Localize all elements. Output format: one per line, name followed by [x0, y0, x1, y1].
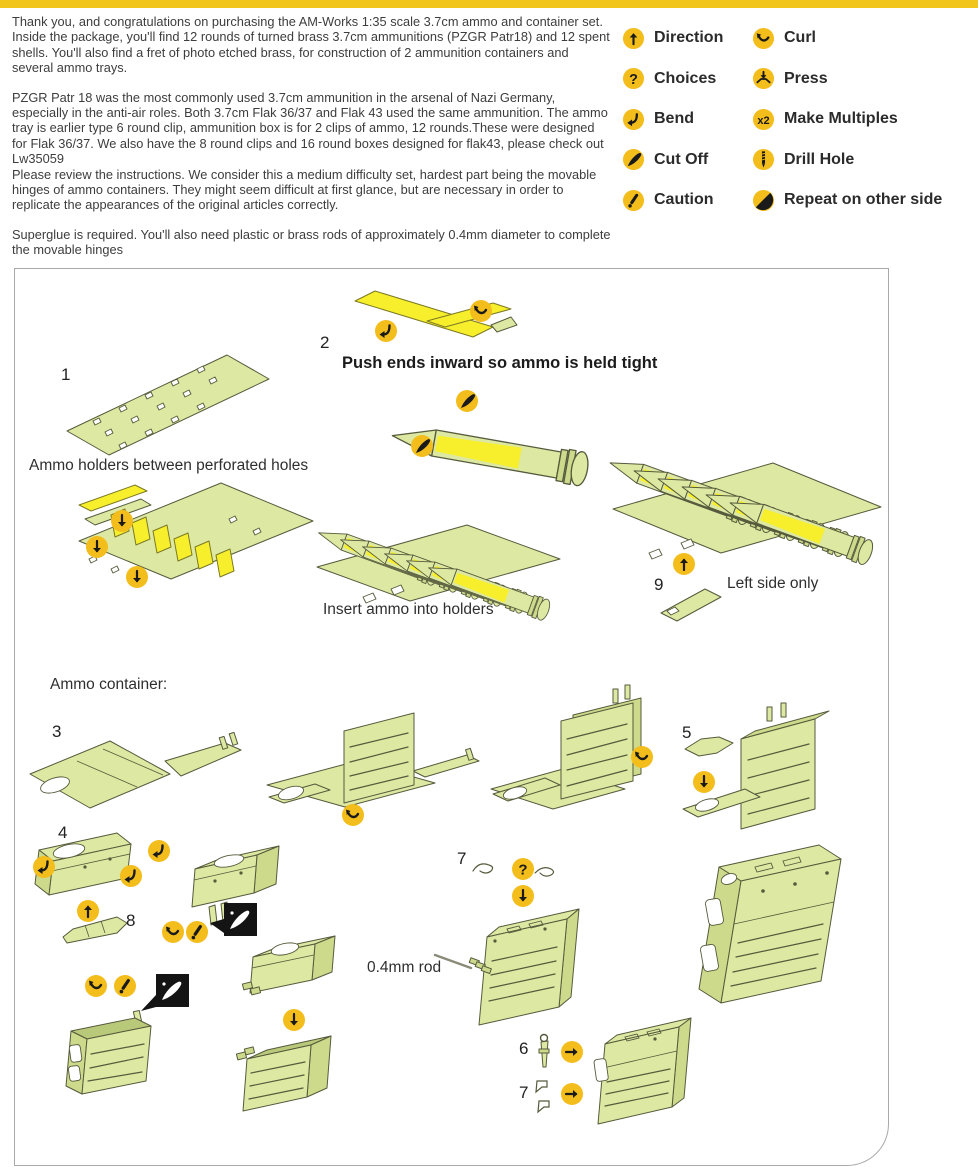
direction-icon — [283, 1009, 305, 1031]
make-multiples-icon — [752, 108, 775, 131]
curl-icon — [752, 27, 775, 50]
container-fold-stage-one-wall — [266, 712, 480, 826]
drill-hole-icon — [752, 148, 775, 171]
legend-label: Choices — [654, 69, 717, 87]
assembly-diagram-panel: 1 2 Push ends inward so ammo is held tig… — [14, 268, 889, 1166]
step-number-4: 4 — [58, 823, 68, 842]
part4-folded-box — [33, 832, 170, 922]
direction-icon — [693, 771, 715, 793]
legend-label: Drill Hole — [784, 150, 855, 168]
direction-icon — [111, 510, 133, 532]
part6-part7-latch-assembly — [535, 1017, 692, 1125]
part3-container-blank-flat — [29, 731, 242, 809]
ammo-tray-loaded — [314, 521, 561, 623]
cut-off-icon — [456, 390, 478, 412]
direction-icon — [561, 1083, 583, 1105]
part9-left-side-strip — [660, 553, 722, 622]
step-number-8: 8 — [126, 911, 136, 930]
step-number-9: 9 — [654, 575, 664, 594]
bend-icon — [120, 865, 142, 887]
caption-insert-ammo: Insert ammo into holders — [323, 601, 494, 618]
intro-paragraph-4: Superglue is required. You'll also need … — [12, 226, 611, 258]
bend-icon — [33, 856, 55, 878]
legend-label: Make Multiples — [784, 110, 898, 127]
direction-icon — [512, 885, 534, 907]
step-number-7-bottom: 7 — [519, 1083, 529, 1102]
caution-icon — [186, 921, 208, 943]
ammo-tray-loaded-large — [605, 450, 882, 567]
caption-push-ends: Push ends inward so ammo is held tight — [342, 354, 658, 372]
legend-label: Direction — [654, 29, 724, 46]
bend-icon — [148, 840, 170, 862]
step-number-5: 5 — [682, 723, 692, 742]
legend-label: Caution — [654, 191, 714, 208]
legend-label: Cut Off — [654, 150, 709, 168]
part7-hinges-and-rod-box — [433, 858, 580, 1026]
intro-paragraph-1: Thank you, and congratulations on purcha… — [12, 14, 610, 76]
choices-icon — [512, 858, 534, 880]
legend-label: Bend — [654, 110, 694, 127]
cut-detail-callout — [224, 903, 257, 936]
curl-icon — [85, 975, 107, 997]
legend-label: Curl — [784, 29, 816, 46]
hinged-box-stage — [235, 935, 336, 1112]
intro-paragraph-3: Please review the instructions. We consi… — [12, 166, 597, 213]
part1-perforated-plate — [66, 354, 270, 456]
part5-lid-and-box — [682, 702, 830, 830]
choices-icon — [622, 67, 645, 90]
legend-row: Cut Off Drill Hole — [622, 148, 974, 172]
holders-on-plate-assembly — [78, 482, 314, 588]
legend-row: Direction Curl — [622, 26, 974, 50]
step-number-3: 3 — [52, 722, 62, 741]
caption-ammo-holders: Ammo holders between perforated holes — [29, 457, 309, 474]
curl-icon — [470, 300, 492, 322]
intro-paragraph-2: PZGR Patr 18 was the most commonly used … — [12, 89, 608, 167]
cut-off-icon — [622, 148, 645, 171]
bend-icon — [375, 320, 397, 342]
symbol-legend: Direction Curl Choices Press Bend Make M… — [622, 26, 974, 229]
legend-label: Press — [784, 69, 828, 87]
caption-left-side-only: Left side only — [727, 575, 819, 592]
repeat-other-side-icon — [752, 189, 775, 212]
finished-ammo-container — [698, 844, 842, 1004]
cut-detail-callout — [156, 974, 189, 1007]
legend-row: Choices Press — [622, 67, 974, 91]
bend-icon — [622, 108, 645, 131]
step-number-1: 1 — [61, 365, 71, 384]
curl-icon — [162, 921, 184, 943]
single-ammo-round — [388, 390, 592, 488]
legend-row: Caution Repeat on other side — [622, 188, 974, 212]
intro-text-block: Thank you, and congratulations on purcha… — [12, 14, 612, 258]
direction-icon — [86, 536, 108, 558]
curl-icon — [342, 804, 364, 826]
caution-icon — [622, 189, 645, 212]
caution-icon — [114, 975, 136, 997]
direction-icon — [673, 553, 695, 575]
accent-top-bar — [0, 0, 978, 8]
caption-ammo-container: Ammo container: — [50, 676, 168, 693]
legend-row: Bend Make Multiples — [622, 107, 974, 131]
direction-icon — [622, 27, 645, 50]
press-icon — [752, 67, 775, 90]
step-number-2: 2 — [320, 333, 330, 352]
step-number-6: 6 — [519, 1039, 529, 1058]
container-fold-stage-two-walls — [490, 684, 653, 810]
legend-label: Repeat on other side — [784, 191, 943, 208]
direction-icon — [561, 1041, 583, 1063]
direction-icon — [126, 566, 148, 588]
rod-illustration — [433, 953, 473, 970]
caption-rod: 0.4mm rod — [367, 959, 442, 976]
assembly-diagram-drawing — [29, 290, 882, 1125]
cut-off-icon — [411, 435, 433, 457]
direction-icon — [77, 900, 99, 922]
part2-holder-strips — [354, 290, 518, 342]
box-with-prongs-stage — [162, 845, 280, 943]
step-number-7-top: 7 — [457, 849, 467, 868]
part8-small-part — [62, 916, 128, 944]
open-box-with-hinges — [65, 974, 189, 1095]
curl-icon — [631, 746, 653, 768]
